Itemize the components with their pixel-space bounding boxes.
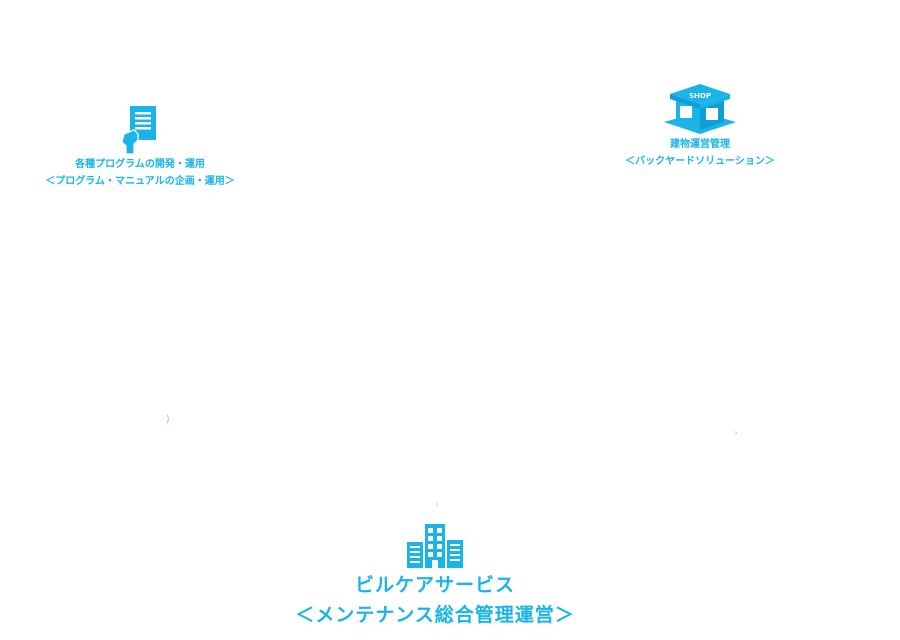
building-ops-label-line1: 建物運営管理	[670, 139, 730, 150]
building-ops-label-line2: ＜バックヤードソリューション＞	[625, 156, 775, 167]
node-building-care: ビルケアサービス ＜メンテナンス総合管理運営＞	[270, 522, 600, 630]
shop-icon: SHOP	[664, 84, 736, 134]
program-label-line1: 各種プログラムの開発・運用	[75, 159, 205, 170]
program-label-line2: ＜プログラム・マニュアルの企画・運用＞	[45, 176, 235, 187]
document-hand-icon	[121, 106, 156, 155]
connector-mark-left: ⟩	[166, 414, 170, 425]
connector-mark-center: ›	[435, 499, 439, 510]
building-care-label-line2: ＜メンテナンス総合管理運営＞	[295, 604, 575, 626]
office-buildings-icon	[407, 524, 463, 568]
node-building-operations: SHOP 建物運営管理 ＜バックヤードソリューション＞	[600, 82, 800, 170]
building-care-label-line1: ビルケアサービス	[354, 574, 515, 596]
node-program-development: 各種プログラムの開発・運用 ＜プログラム・マニュアルの企画・運用＞	[40, 104, 240, 190]
connector-mark-right: ›	[734, 428, 738, 439]
shop-sign-text: SHOP	[689, 92, 711, 100]
